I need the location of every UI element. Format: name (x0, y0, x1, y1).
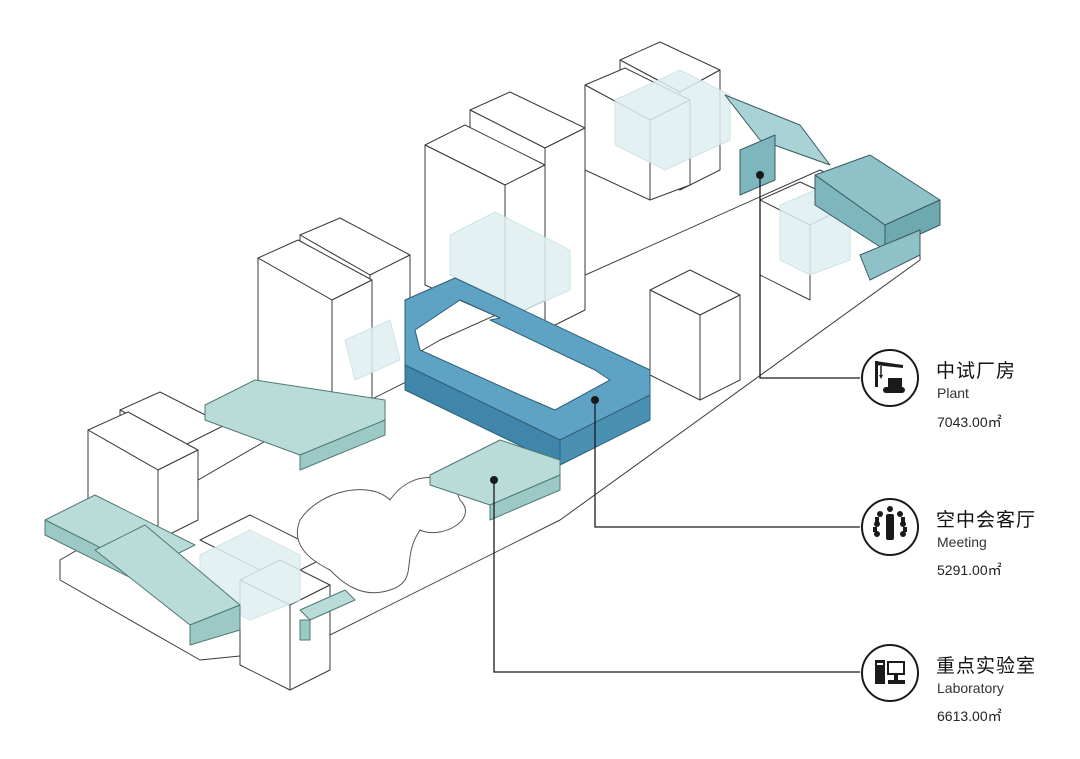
plant-volume (739, 134, 776, 196)
lab-volume (189, 604, 241, 646)
building-block (157, 449, 199, 541)
ghost-volume (449, 211, 571, 311)
leader-dot-plant (756, 171, 764, 179)
meeting-table-icon (861, 498, 919, 556)
plant-volume (859, 229, 921, 281)
lab-volume (299, 419, 386, 471)
legend-meeting-area: 5291.00㎡ (937, 562, 1002, 578)
leader-line-meeting (594, 400, 860, 528)
meeting-ring-side (559, 394, 651, 466)
leader-dot-lab (490, 476, 498, 484)
lab-volume (299, 589, 356, 621)
legend-plant-name-zh: 中试厂房 (936, 360, 1017, 382)
plant-volume (724, 94, 831, 166)
legend-plant-area: 7043.00㎡ (937, 414, 1002, 430)
computer-icon (861, 644, 919, 702)
leader-line-plant (759, 175, 860, 379)
courtyard-path (296, 477, 466, 594)
legend-plant-name-en: Plant (937, 385, 969, 401)
building-block (544, 127, 586, 331)
lab-volume (489, 474, 561, 521)
building-block (699, 294, 741, 401)
ghost-volume (344, 319, 401, 381)
legend-meeting-name-en: Meeting (937, 534, 987, 550)
legend-meeting-name-zh: 空中会客厅 (936, 509, 1037, 531)
crane-icon (861, 349, 919, 407)
legend-lab-name-zh: 重点实验室 (936, 655, 1037, 677)
legend-lab-area: 6613.00㎡ (937, 708, 1002, 724)
ghost-volume (614, 69, 731, 171)
lab-volume (299, 619, 311, 641)
legend-lab-name-en: Laboratory (937, 680, 1004, 696)
leader-dot-meeting (591, 396, 599, 404)
leader-line-lab (493, 480, 860, 673)
